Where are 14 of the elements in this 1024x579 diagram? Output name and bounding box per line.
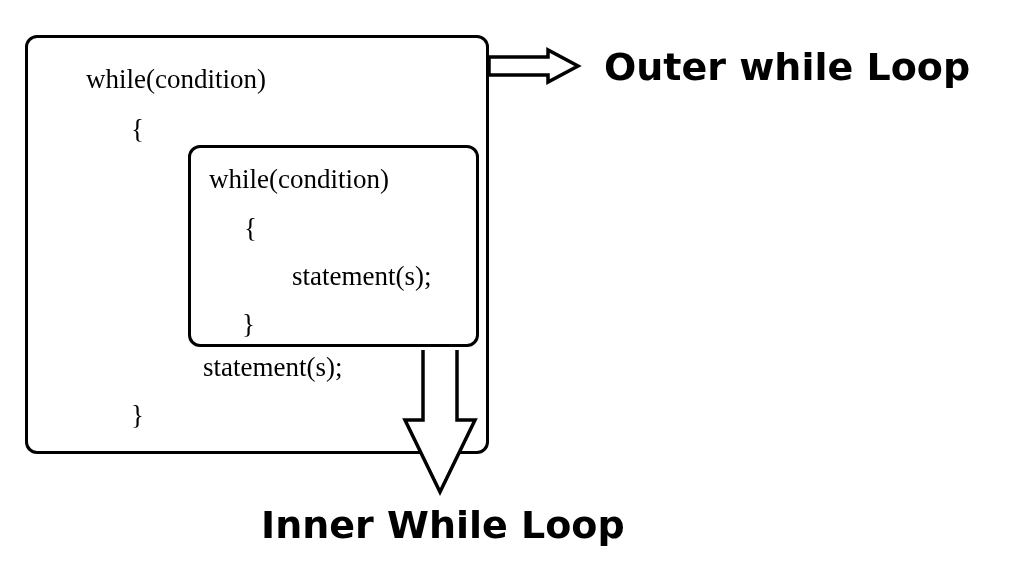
code-line: {	[131, 116, 144, 143]
code-block-box	[188, 145, 479, 347]
block-arrow	[487, 47, 582, 85]
code-line: statement(s);	[292, 263, 432, 290]
code-line: }	[242, 311, 255, 338]
code-line: statement(s);	[203, 354, 343, 381]
loop-label: Inner While Loop	[261, 506, 625, 544]
code-line: }	[131, 402, 144, 429]
code-block-box	[25, 35, 489, 454]
code-line: while(condition)	[86, 66, 266, 93]
block-arrow	[402, 348, 478, 496]
loop-label: Outer while Loop	[604, 48, 971, 86]
code-line: while(condition)	[209, 166, 389, 193]
code-line: {	[244, 215, 257, 242]
